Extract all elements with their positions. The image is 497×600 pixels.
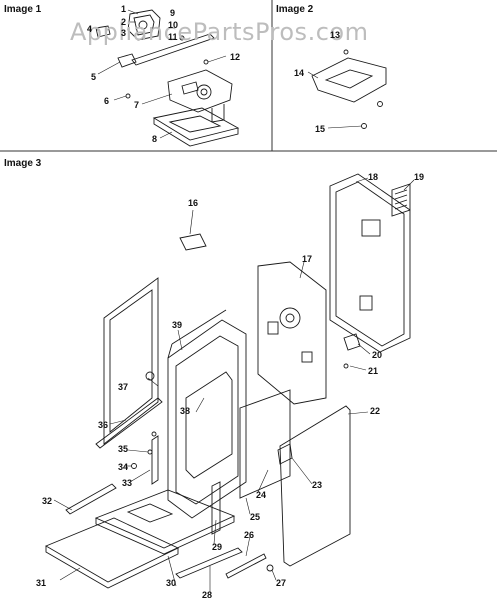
panel-title-image2: Image 2: [276, 4, 314, 15]
callout-16: 16: [188, 198, 199, 208]
part-5-bracket: [117, 53, 137, 68]
callout-20: 20: [372, 350, 383, 360]
part-29-strip: [211, 481, 221, 535]
callout-8: 8: [152, 134, 158, 144]
part-knob: [95, 25, 111, 38]
callout-18: 18: [368, 172, 379, 182]
part-35-screw: [147, 449, 153, 455]
callout-37: 37: [118, 382, 129, 392]
callout-3: 3: [121, 28, 127, 38]
callout-22: 22: [370, 406, 381, 416]
callout-28: 28: [202, 590, 213, 600]
part-33-strip: [151, 435, 159, 485]
part-19-vent: [391, 183, 411, 217]
callout-29: 29: [212, 542, 223, 552]
callout-35: 35: [118, 444, 129, 454]
screw-13: [343, 49, 349, 55]
screw-12: [203, 59, 209, 65]
part-32-strip: [65, 483, 117, 515]
callout-39: 39: [172, 320, 183, 330]
callout-34: 34: [118, 462, 129, 472]
callout-15: 15: [315, 124, 326, 134]
part-28-strip: [175, 547, 243, 579]
callout-5: 5: [91, 72, 97, 82]
image1-parts: [95, 9, 240, 147]
callout-4: 4: [87, 24, 93, 34]
callout-32: 32: [42, 496, 53, 506]
callout-9: 9: [170, 8, 176, 18]
screw-15: [361, 123, 367, 129]
callout-1: 1: [121, 4, 127, 14]
callout-36: 36: [98, 420, 109, 430]
part-37-bracket: [145, 371, 155, 381]
part-27-foot: [266, 564, 274, 572]
part-18-back-panel: [329, 173, 411, 353]
part-34-screw: [131, 463, 137, 469]
part-22-side-panel: [279, 405, 351, 567]
screw-6: [125, 93, 131, 99]
screw-11: [179, 35, 185, 41]
part-frame-39: [167, 319, 247, 519]
callout-12: 12: [230, 52, 241, 62]
leader-lines: [53, 9, 415, 592]
part-24-side-panel: [239, 389, 291, 499]
callout-38: 38: [180, 406, 191, 416]
callout-26: 26: [244, 530, 255, 540]
callout-27: 27: [276, 578, 287, 588]
callout-2: 2: [121, 17, 127, 27]
part-mounting-plate: [152, 107, 240, 141]
callout-24: 24: [256, 490, 267, 500]
part-bar: [131, 33, 215, 66]
callout-25: 25: [250, 512, 261, 522]
part-14-bracket: [311, 57, 387, 103]
callout-14: 14: [294, 68, 305, 78]
panel-title-image3: Image 3: [4, 158, 42, 169]
callout-6: 6: [104, 96, 110, 106]
part-control-housing: [127, 9, 161, 41]
part-20-connector: [343, 333, 361, 351]
callout-19: 19: [414, 172, 425, 182]
callout-13: 13: [330, 30, 341, 40]
part-17-inner-back: [257, 261, 327, 405]
callout-30: 30: [166, 578, 177, 588]
watermark: AppliancePartsPros.com: [70, 18, 369, 46]
part-36-strip: [95, 397, 163, 449]
callout-11: 11: [168, 32, 178, 42]
image3-parts: [44, 173, 411, 589]
part-31-base-plate: [44, 517, 180, 583]
part-16-plate: [179, 233, 207, 251]
part-left-side-panel: [103, 277, 159, 445]
panel-title-image1: Image 1: [4, 4, 42, 15]
image2-parts: [311, 49, 387, 129]
callout-31: 31: [36, 578, 47, 588]
callout-17: 17: [302, 254, 313, 264]
callout-7: 7: [134, 100, 140, 110]
part-valve-assembly: [167, 69, 233, 113]
callout-21: 21: [368, 366, 379, 376]
callout-10: 10: [168, 20, 179, 30]
callout-33: 33: [122, 478, 133, 488]
part-21-screw: [343, 363, 349, 369]
callout-23: 23: [312, 480, 323, 490]
part-26-strip: [225, 553, 267, 579]
